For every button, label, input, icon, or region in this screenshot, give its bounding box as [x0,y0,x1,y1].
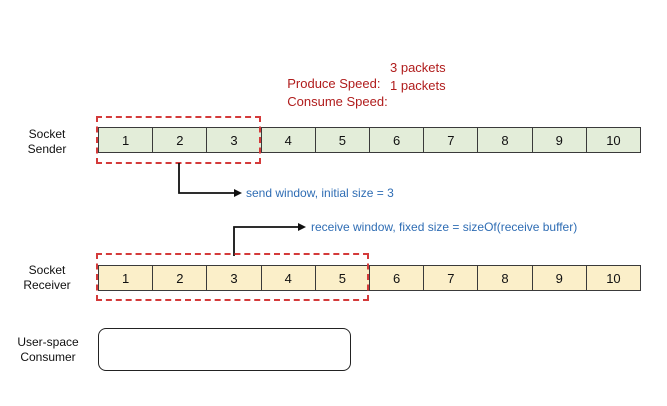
consumer-label-line2: Consumer [20,350,76,364]
consumer-label: User-space Consumer [10,335,86,365]
consume-speed-label: Consume Speed: [287,94,388,109]
receiver-packet: 10 [586,266,641,290]
receiver-label: Socket Receiver [12,263,82,293]
sender-packet: 3 [207,128,262,152]
sender-packet: 8 [478,128,533,152]
receiver-packet: 7 [424,266,479,290]
sender-label: Socket Sender [12,127,82,157]
receiver-label-line1: Socket [28,263,66,277]
sender-packet: 6 [370,128,425,152]
consume-speed: Consume Speed: 1 packets [280,78,480,109]
send-window-note: send window, initial size = 3 [246,186,394,200]
consumer-label-line1: User-space [17,335,79,349]
sender-packet: 4 [261,128,316,152]
receive-window-note: receive window, fixed size = sizeOf(rece… [311,220,578,234]
produce-speed: Produce Speed: 3 packets [280,60,480,91]
receiver-packet: 9 [532,266,587,290]
sender-label-line1: Socket [28,127,66,141]
consumer-box [98,328,351,371]
sender-packet: 10 [586,128,641,152]
produce-speed-value: 3 packets [390,60,446,75]
sender-packet: 1 [99,128,154,152]
sender-packet: 2 [153,128,208,152]
receiver-packet-strip: 1 2 3 4 5 6 7 8 9 10 [98,265,641,291]
receiver-packet: 1 [99,266,154,290]
receiver-packet: 5 [315,266,371,290]
consume-speed-value: 1 packets [390,78,446,93]
receive-window-arrow [233,223,306,256]
receiver-packet: 8 [478,266,533,290]
receiver-packet: 6 [370,266,425,290]
sender-label-line2: Sender [27,142,67,156]
receiver-packet: 3 [207,266,262,290]
receive-window-box [96,253,369,301]
produce-speed-label: Produce Speed: [287,76,381,91]
sender-packet: 9 [532,128,587,152]
sender-packet: 5 [315,128,371,152]
sender-packet: 7 [424,128,479,152]
sender-packet-strip: 1 2 3 4 5 6 7 8 9 10 [98,127,641,153]
receiver-label-line2: Receiver [23,278,71,292]
receiver-packet: 2 [153,266,208,290]
receiver-packet: 4 [261,266,316,290]
send-window-box [96,116,261,164]
send-window-arrow [178,163,242,197]
